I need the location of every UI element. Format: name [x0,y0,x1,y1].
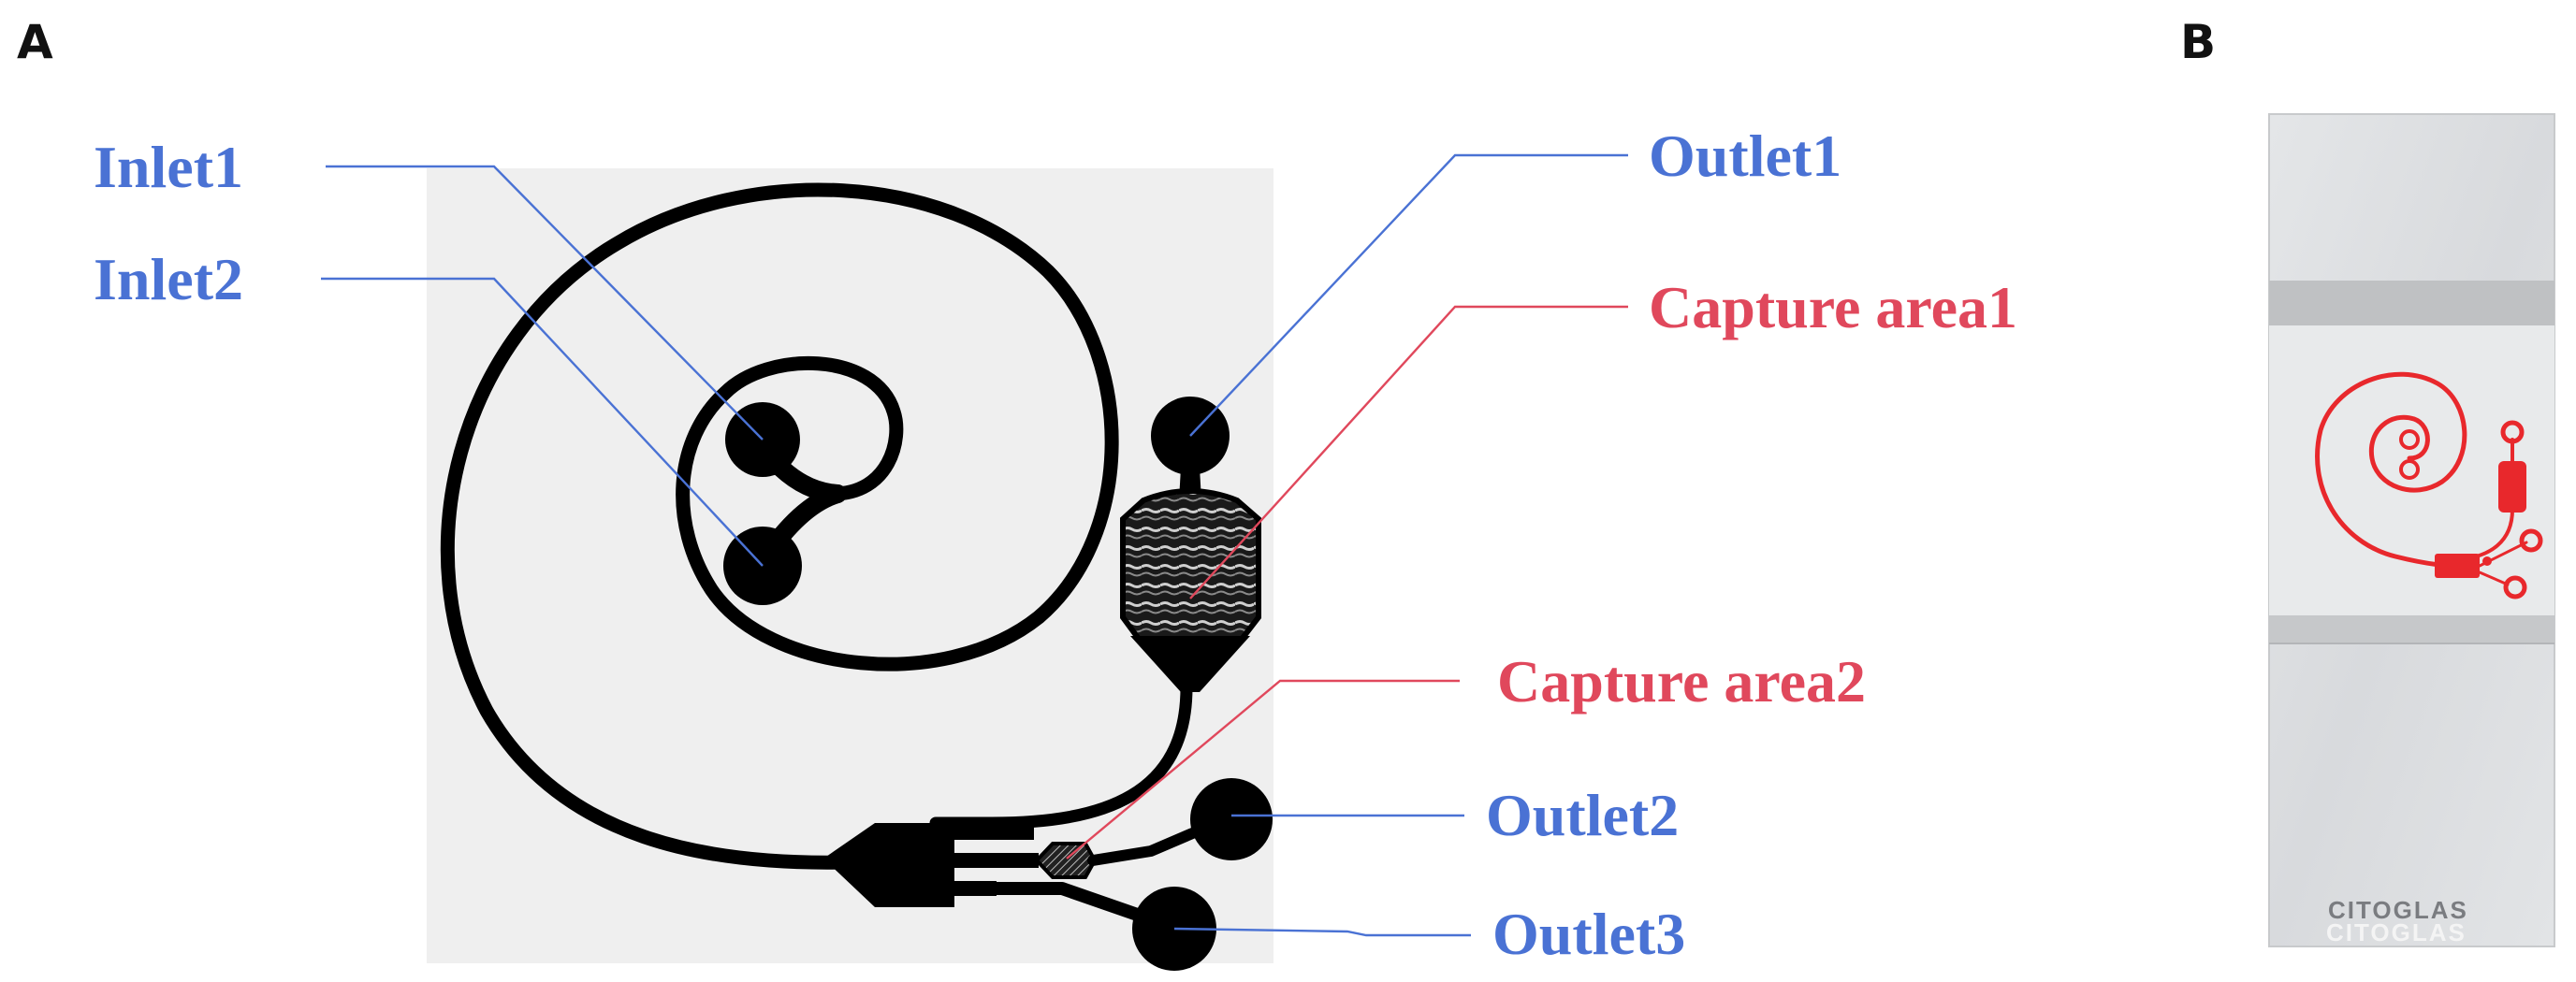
outlet3-leader [1173,927,1471,937]
outlet3-label: Outlet3 [1492,901,1685,967]
photo-brand-text: CITOGLAS [2328,896,2468,924]
capture-area2-leader [1066,679,1460,859]
trifurcation-block [823,823,954,907]
outlet1-leader [1189,153,1628,437]
panel-b-letter: B [2180,15,2216,69]
branch-middle [950,853,1039,868]
spiral-channel [440,182,1119,870]
outlet1-label: Outlet1 [1649,123,1841,189]
capture-area2-chamber [1034,842,1098,879]
branch-bottom-to-outlet3 [985,882,1176,932]
capture-area1-outlet-taper [1130,636,1250,692]
panel-a-letter: A [17,15,53,69]
photo-brand-text-reflection: CITOGLAS [2326,918,2467,946]
branch-top [950,825,1034,840]
inlet1-leader [326,165,764,440]
inlet2-label: Inlet2 [94,246,243,312]
outlet2-port [1190,778,1273,860]
inlet1-label: Inlet1 [94,134,243,200]
chip-photo: CITOGLAS CITOGLAS [2268,113,2555,947]
outlet2-label: Outlet2 [1486,782,1679,848]
capture-area1-label: Capture area1 [1649,274,2017,340]
capture-area1-leader [1189,305,1628,599]
inlet2-leader [321,277,764,567]
capture-area2-label: Capture area2 [1497,648,1866,715]
branch-bottom [950,881,997,896]
capture-to-junction-channel [929,681,1193,830]
